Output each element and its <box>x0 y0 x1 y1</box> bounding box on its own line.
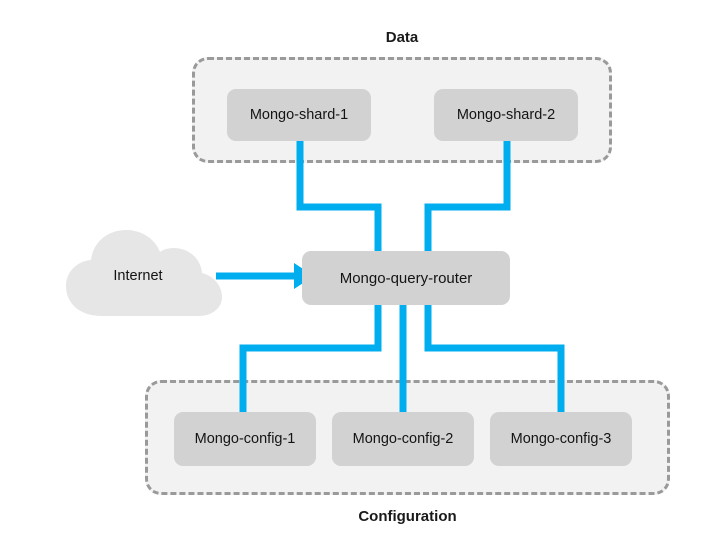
cloud-icon <box>66 230 222 316</box>
connector-router-to-config-3 <box>424 305 565 412</box>
connector-shard-1-to-router <box>296 141 382 251</box>
internet-cloud[interactable]: Internet <box>62 228 224 320</box>
node-mongo-query-router-label: Mongo-query-router <box>339 269 473 287</box>
node-mongo-config-3[interactable]: Mongo-config-3 <box>490 412 632 466</box>
connector-shard-2-to-router <box>424 141 511 251</box>
node-mongo-shard-1-label: Mongo-shard-1 <box>249 107 349 123</box>
node-mongo-shard-1[interactable]: Mongo-shard-1 <box>227 89 371 141</box>
data-group-title: Data <box>385 29 419 46</box>
node-mongo-shard-2-label: Mongo-shard-2 <box>456 107 556 123</box>
node-mongo-config-2-label: Mongo-config-2 <box>352 431 454 447</box>
node-mongo-config-1[interactable]: Mongo-config-1 <box>174 412 316 466</box>
node-mongo-query-router[interactable]: Mongo-query-router <box>302 251 510 305</box>
node-mongo-config-3-label: Mongo-config-3 <box>510 431 612 447</box>
node-mongo-config-2[interactable]: Mongo-config-2 <box>332 412 474 466</box>
connector-router-to-config-1 <box>239 305 382 412</box>
configuration-group-title: Configuration <box>358 508 457 525</box>
internet-cloud-label: Internet <box>113 268 163 284</box>
node-mongo-shard-2[interactable]: Mongo-shard-2 <box>434 89 578 141</box>
node-mongo-config-1-label: Mongo-config-1 <box>194 431 296 447</box>
